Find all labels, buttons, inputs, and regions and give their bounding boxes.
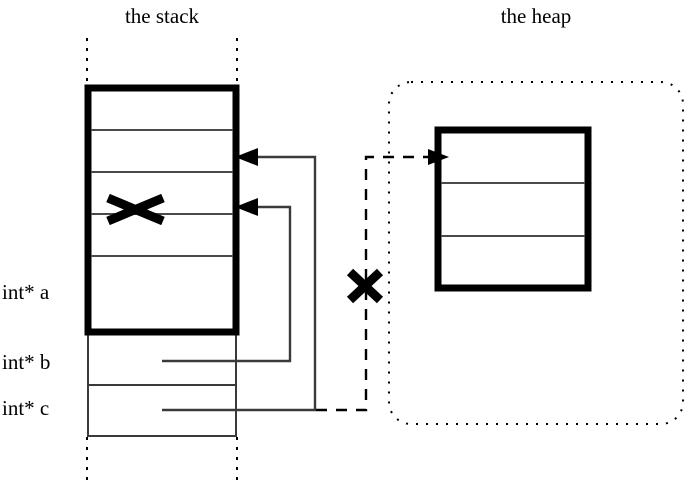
pointer-line-c-stack [162,148,317,412]
variable-label-c: int* c [2,396,50,420]
pointer-line-b [162,198,292,363]
heap-region-outline [388,81,684,425]
stack-boundary-dotted-lines [86,38,238,487]
stack-allocated-frame [84,84,240,336]
arrowhead-c-to-stack-cell-2 [235,148,258,166]
arrowhead-dashed-to-heap [428,149,449,165]
stack-lower-cells [87,331,237,437]
heap-block [434,126,592,292]
heap-title: the heap [500,4,572,28]
strike-over-stack-value-12 [106,193,165,226]
dashed-heap-pointer [316,149,449,412]
strike-over-heap-pointer [346,268,384,304]
stack-title: the stack [124,4,200,28]
variable-label-b: int* b [2,350,51,374]
arrowhead-b-to-stack-cell-3 [235,198,258,216]
variable-label-a: int* a [2,280,50,304]
